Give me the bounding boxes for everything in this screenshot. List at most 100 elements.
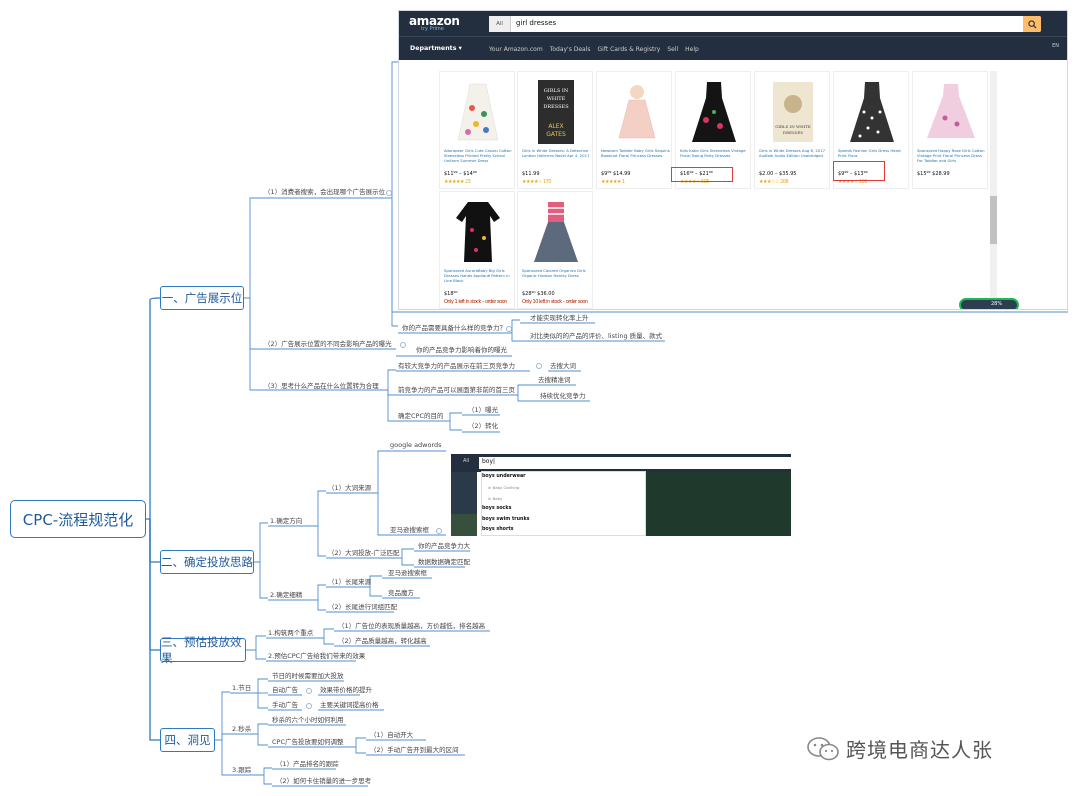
- product-card[interactable]: Kids Katie Girls Sleeveless Vintage Flor…: [675, 71, 751, 189]
- collapse-toggle-icon[interactable]: [506, 326, 512, 332]
- node-b2-m1[interactable]: 1.确定方向: [270, 517, 303, 525]
- node-b2-m2[interactable]: 2.确定细精: [270, 591, 303, 599]
- node-b4-q1c1[interactable]: 主要关键词提高价格: [320, 701, 379, 709]
- suggestion-item[interactable]: boys underwear: [482, 474, 526, 479]
- collapse-toggle-icon[interactable]: [306, 703, 312, 709]
- collapse-toggle-icon[interactable]: [306, 688, 312, 694]
- node-b4-q2b[interactable]: CPC广告投放要如何调整: [272, 738, 344, 746]
- suggestion-item[interactable]: boys swim trunks: [482, 517, 530, 522]
- collapse-toggle-icon[interactable]: [536, 363, 542, 369]
- node-b4-q1c[interactable]: 手动广告: [272, 701, 298, 709]
- product-title[interactable]: Newborn Toddler Baby Girls Sequins Bowkn…: [601, 148, 670, 158]
- amazon-search-bar[interactable]: All girl dresses: [489, 16, 1041, 32]
- node-b1-n3c[interactable]: 确定CPC的目的: [398, 412, 444, 420]
- search-department-select[interactable]: All: [463, 458, 470, 464]
- node-b4-q2b2[interactable]: （2）手动广告开到最大的区间: [370, 746, 459, 754]
- product-title[interactable]: Sponsored AuroraBaby Big Girls Dresses H…: [444, 268, 510, 283]
- node-b1-n3a[interactable]: 有较大竞争力的产品展示在前三页竞争力: [398, 362, 515, 370]
- node-b4-q3b[interactable]: （2）如何卡住销量的进一步思考: [276, 777, 372, 785]
- node-b4-q1b[interactable]: 自动广告: [272, 686, 298, 694]
- node-b1-n1a2[interactable]: 对比类似的的产品的评价、listing 质量、款式: [530, 332, 663, 340]
- node-b2-m1a2[interactable]: 亚马逊搜索框: [390, 526, 429, 534]
- node-b4-q1b1[interactable]: 效果带价格的提升: [320, 686, 372, 694]
- node-b1-n2a[interactable]: 你的产品竞争力影响着你的曝光: [416, 346, 507, 354]
- product-card[interactable]: Sponsored Colored Organics Girls Organic…: [517, 191, 593, 309]
- search-department-select[interactable]: All: [489, 16, 511, 32]
- product-title[interactable]: Kids Katie Girls Sleeveless Vintage Flor…: [680, 148, 746, 158]
- node-b2-m2b[interactable]: （2）长尾进行词组匹配: [328, 603, 398, 611]
- search-icon[interactable]: [1023, 16, 1041, 32]
- product-title[interactable]: Girls in White Dresses: A Detective Lond…: [522, 148, 590, 158]
- node-b3-p1[interactable]: 1.构筑两个重点: [268, 629, 314, 637]
- collapse-toggle-icon[interactable]: [386, 190, 392, 196]
- product-title[interactable]: Adorapeer Girls Cute Casual Cotton Sleev…: [444, 148, 512, 163]
- node-b1-n3[interactable]: （3）思考什么产品在什么位置转为合理: [264, 382, 379, 390]
- product-card[interactable]: GIRLS IN WHITE DRESSES ALEX GATES Girls …: [517, 71, 593, 189]
- node-b4-q1[interactable]: 1.节日: [232, 684, 252, 692]
- nav-link[interactable]: Your Amazon.com: [489, 46, 543, 53]
- product-title[interactable]: Sponsored Happy Rose Girls Cotton Vintag…: [917, 148, 985, 163]
- collapse-toggle-icon[interactable]: [400, 342, 406, 348]
- node-b2-m2a2[interactable]: 竞品魔方: [388, 589, 414, 597]
- node-b2-m1a[interactable]: （1）大词来源: [328, 484, 372, 492]
- node-b2-m2a1[interactable]: 亚马逊搜索框: [388, 569, 427, 577]
- node-b4-q1a[interactable]: 节日的时候需要加大投放: [272, 672, 344, 680]
- search-input[interactable]: boy|: [479, 457, 791, 469]
- node-b1-n3b[interactable]: 前竞争力的产品可以展面第非前的首三页: [398, 386, 515, 394]
- product-title[interactable]: Speeds Fashion Girls Dress Heart Print F…: [838, 148, 901, 158]
- nav-link[interactable]: Gift Cards & Registry: [597, 46, 661, 53]
- node-b4-q2b1[interactable]: （1）自动开大: [370, 731, 414, 739]
- node-b1-n1[interactable]: （1）消费者搜索，会出现哪个广告展示位: [264, 188, 386, 196]
- product-title[interactable]: Sponsored Colored Organics Girls Organic…: [522, 268, 586, 278]
- product-title[interactable]: Girls in White Dresses Aug 6, 2017 Audib…: [759, 148, 826, 158]
- node-b1-n1a1[interactable]: 才能实现转化率上升: [530, 314, 589, 322]
- product-card[interactable]: GIRLS IN WHITE DRESSES Girls in White Dr…: [754, 71, 830, 189]
- product-card[interactable]: Sponsored AuroraBaby Big Girls Dresses H…: [439, 191, 515, 309]
- node-b1-n1a[interactable]: 你的产品需要具备什么样的竞争力？: [402, 324, 506, 332]
- node-b3-p2[interactable]: 2.预估CPC广告给我们带来的效果: [268, 652, 366, 660]
- node-b2-m1b1[interactable]: 你的产品竞争力大: [418, 542, 470, 550]
- product-stock-note: Only 10 left in stock – order soon: [522, 299, 588, 305]
- suggestion-item[interactable]: boys shorts: [482, 527, 514, 532]
- node-b1-n3b2[interactable]: 持续优化竞争力: [540, 392, 586, 400]
- nav-link[interactable]: Today's Deals: [549, 46, 591, 53]
- node-b2-m1a1[interactable]: google adwords: [390, 441, 442, 449]
- product-card[interactable]: Speeds Fashion Girls Dress Heart Print F…: [833, 71, 909, 189]
- node-b2-m2a[interactable]: （1）长尾来源: [328, 578, 372, 586]
- node-b3-p1b[interactable]: （2）产品质量越高，转化越高: [338, 637, 427, 645]
- node-b2-m1b2[interactable]: 数据数据确定匹配: [418, 558, 470, 566]
- collapse-toggle-icon[interactable]: [436, 528, 442, 534]
- scrollbar-thumb[interactable]: [990, 196, 997, 244]
- node-b4-q3a[interactable]: （1）产品排名的跟踪: [276, 760, 339, 768]
- suggestion-category[interactable]: in Baby Clothing: [488, 485, 520, 490]
- node-b1-n3c1[interactable]: （1）曝光: [468, 406, 499, 414]
- branch-strategy[interactable]: 二、确定投放思路: [160, 550, 254, 574]
- node-b1-n3c2[interactable]: （2）转化: [468, 422, 499, 430]
- suggestion-category[interactable]: in Baby: [488, 496, 503, 501]
- node-b1-n2[interactable]: （2）广告展示位置的不同会影响产品的曝光: [264, 340, 392, 348]
- nav-link[interactable]: Sell: [667, 46, 679, 53]
- departments-menu[interactable]: Departments ▾: [410, 45, 462, 52]
- scrollbar-track[interactable]: [990, 71, 997, 301]
- product-card[interactable]: Newborn Toddler Baby Girls Sequins Bowkn…: [596, 71, 672, 189]
- node-b3-p1a[interactable]: （1）广告位的表现质量越高，方价越低，排名越高: [338, 622, 486, 630]
- search-input[interactable]: girl dresses: [516, 19, 557, 27]
- node-b4-q3[interactable]: 3.跟踪: [232, 766, 252, 774]
- floating-widget[interactable]: 28%: [959, 298, 1019, 309]
- suggestion-item[interactable]: boys socks: [482, 506, 512, 511]
- branch-insights[interactable]: 四、洞见: [160, 728, 215, 752]
- product-card[interactable]: Adorapeer Girls Cute Casual Cotton Sleev…: [439, 71, 515, 189]
- product-card[interactable]: Sponsored Happy Rose Girls Cotton Vintag…: [912, 71, 988, 189]
- amazon-prime-link[interactable]: try Prime: [421, 26, 444, 32]
- node-b4-q2a[interactable]: 秒杀的六个小时如何利用: [272, 716, 344, 724]
- root-node[interactable]: CPC-流程规范化: [10, 500, 146, 538]
- node-b2-m1b[interactable]: （2）大词投放-广泛匹配: [328, 549, 400, 557]
- node-b1-n3b1[interactable]: 去搜精准词: [538, 376, 571, 384]
- branch-estimate-effect[interactable]: 三、预估投放效果: [160, 635, 246, 665]
- svg-text:GIRLS IN WHITE: GIRLS IN WHITE: [775, 124, 811, 129]
- language-select[interactable]: EN: [1052, 43, 1059, 49]
- node-b1-n3a1[interactable]: 去搜大词: [550, 362, 576, 370]
- node-b4-q2[interactable]: 2.秒杀: [232, 725, 252, 733]
- branch-ad-placement[interactable]: 一、广告展示位: [160, 286, 244, 310]
- nav-link[interactable]: Help: [685, 46, 699, 53]
